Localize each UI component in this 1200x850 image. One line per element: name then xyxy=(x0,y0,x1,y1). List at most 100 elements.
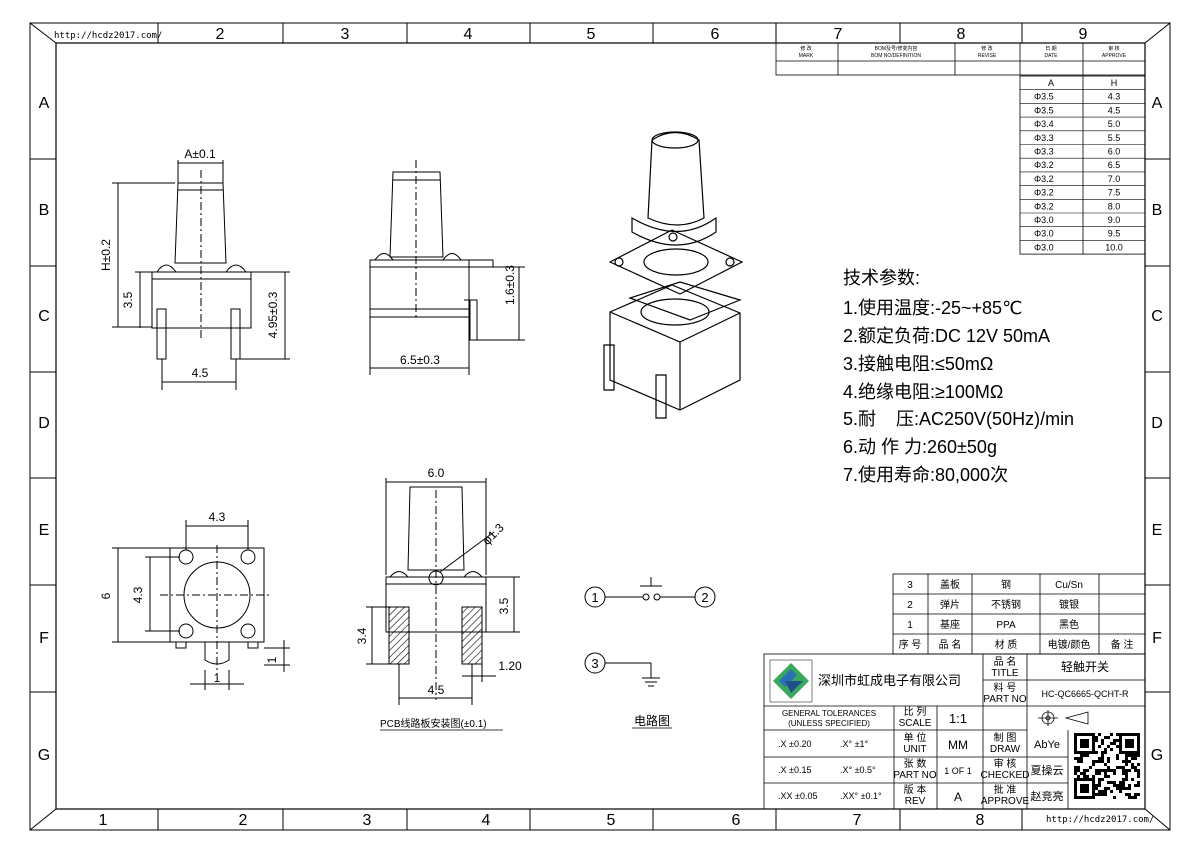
qr-module xyxy=(1134,754,1137,757)
qr-module xyxy=(1125,778,1128,781)
qr-module xyxy=(1131,763,1134,766)
qr-module xyxy=(1095,751,1098,754)
qr-module xyxy=(1092,751,1095,754)
qr-module xyxy=(1137,769,1140,772)
svg-text:BOM NO/DEFINITION: BOM NO/DEFINITION xyxy=(871,53,921,59)
qr-module xyxy=(1083,739,1086,742)
dim-1-bottom: 1 xyxy=(214,671,221,685)
dim-6: 6 xyxy=(99,592,113,599)
qr-module xyxy=(1137,772,1140,775)
qr-module xyxy=(1113,784,1116,787)
qr-module xyxy=(1083,754,1086,757)
qr-module xyxy=(1125,772,1128,775)
size-table-h: 9.0 xyxy=(1108,215,1121,225)
qr-module xyxy=(1092,781,1095,784)
qr-module xyxy=(1122,769,1125,772)
qr-module xyxy=(1122,766,1125,769)
qr-module xyxy=(1104,772,1107,775)
qr-module xyxy=(1080,772,1083,775)
qr-module xyxy=(1104,763,1107,766)
qr-module xyxy=(1074,733,1077,736)
qr-module xyxy=(1110,781,1113,784)
qr-module xyxy=(1074,793,1077,796)
qr-module xyxy=(1083,796,1086,799)
bom-table xyxy=(892,573,1146,655)
tol-linear: .XX ±0.05 xyxy=(778,791,817,801)
qr-module xyxy=(1125,760,1128,763)
qr-module xyxy=(1074,781,1077,784)
size-table-a: Φ3.2 xyxy=(1034,188,1054,198)
rev-mark-header: 修 改 xyxy=(800,45,811,52)
qr-module xyxy=(1074,745,1077,748)
size-table-h: 7.5 xyxy=(1108,188,1121,198)
col-label-top: 9 xyxy=(1079,26,1088,43)
bom-cell: 1 xyxy=(907,620,913,631)
qr-module xyxy=(1101,739,1104,742)
qr-module xyxy=(1128,784,1131,787)
size-table-h: 9.5 xyxy=(1108,229,1121,239)
qr-module xyxy=(1083,733,1086,736)
url-label-bottom: http://hcdz2017.com/ xyxy=(1046,815,1154,825)
dim-3-5-pcb: 3.5 xyxy=(497,597,511,614)
qr-module xyxy=(1104,790,1107,793)
qr-module xyxy=(1077,760,1080,763)
qr-module xyxy=(1101,790,1104,793)
qr-module xyxy=(1077,769,1080,772)
rev-approve-header: 审 核 xyxy=(1108,45,1119,52)
bom-cell: 镀银 xyxy=(1059,598,1079,611)
qr-module xyxy=(1092,742,1095,745)
size-table-h: 10.0 xyxy=(1105,242,1123,252)
qr-module xyxy=(1128,751,1131,754)
qr-module xyxy=(1080,745,1083,748)
qr-module xyxy=(1113,781,1116,784)
qr-module xyxy=(1092,790,1095,793)
size-table-a: Φ3.3 xyxy=(1034,133,1054,143)
qr-module xyxy=(1119,742,1122,745)
dim-1-right: 1 xyxy=(265,656,279,663)
qr-module xyxy=(1083,742,1086,745)
qr-module xyxy=(1116,787,1119,790)
size-table-h: 6.5 xyxy=(1108,160,1121,170)
qr-module xyxy=(1119,781,1122,784)
qr-module xyxy=(1080,796,1083,799)
qr-module xyxy=(1137,733,1140,736)
size-table-h: 4.3 xyxy=(1108,92,1121,102)
tol-title-2: (UNLESS SPECIFIED) xyxy=(788,719,870,728)
qr-module xyxy=(1074,787,1077,790)
qr-module xyxy=(1101,769,1104,772)
qr-module xyxy=(1110,748,1113,751)
qr-module xyxy=(1113,796,1116,799)
size-table-a: Φ3.4 xyxy=(1034,119,1054,129)
qr-module xyxy=(1110,733,1113,736)
col-label-bottom: 4 xyxy=(482,812,491,829)
svg-text:APPROVE: APPROVE xyxy=(1102,53,1127,59)
svg-text:CHECKED: CHECKED xyxy=(981,770,1030,781)
col-label-bottom: 8 xyxy=(976,812,985,829)
qr-module xyxy=(1083,745,1086,748)
qr-module xyxy=(1107,757,1110,760)
size-table-a: Φ3.2 xyxy=(1034,160,1054,170)
qr-module xyxy=(1107,781,1110,784)
qr-module xyxy=(1080,751,1083,754)
side-view xyxy=(369,160,525,375)
qr-module xyxy=(1083,784,1086,787)
qr-module xyxy=(1122,781,1125,784)
svg-text:REVISE: REVISE xyxy=(978,53,997,59)
title-label: 品 名 xyxy=(994,655,1017,668)
qr-module xyxy=(1134,757,1137,760)
rev-def-header: BOM及号/修变内容 xyxy=(875,45,918,52)
qr-module xyxy=(1092,763,1095,766)
size-table-a: Φ3.2 xyxy=(1034,201,1054,211)
qr-module xyxy=(1125,742,1128,745)
tol-angular: .X° ±0.5° xyxy=(840,765,876,775)
scale-label: 比 列 xyxy=(904,705,927,718)
qr-module xyxy=(1113,769,1116,772)
qr-module xyxy=(1092,784,1095,787)
qr-module xyxy=(1098,745,1101,748)
bom-cell: 基座 xyxy=(940,618,960,631)
qr-code xyxy=(1074,733,1140,799)
qr-module xyxy=(1089,778,1092,781)
qr-module xyxy=(1116,766,1119,769)
qr-module xyxy=(1086,784,1089,787)
